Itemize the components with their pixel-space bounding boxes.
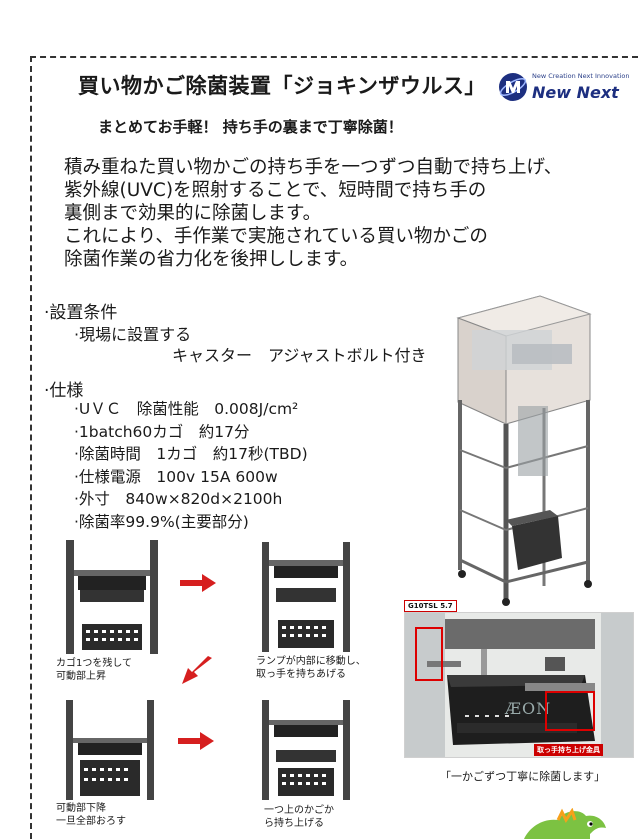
intro-paragraph: 積み重ねた買い物かごの持ち手を一つずつ自動で持ち上げ、 紫外線(UVC)を照射す… bbox=[64, 156, 562, 271]
page-subtitle: まとめてお手軽！ 持ち手の裏まで丁寧除菌！ bbox=[98, 118, 403, 136]
spec-item: ·UＶＣ 除菌性能 0.008J/cm² bbox=[74, 400, 299, 418]
step-4-caption-line-2: ら持ち上げる bbox=[264, 818, 324, 829]
arrow-down-left-icon bbox=[182, 656, 212, 684]
closeup-photo-drawing bbox=[405, 613, 633, 757]
step-1-caption-line-1: カゴ1つを残して bbox=[56, 658, 133, 669]
installation-line-2: キャスター アジャストボルト付き bbox=[172, 346, 427, 365]
step-1-image bbox=[66, 540, 158, 654]
logo-name: New Next bbox=[532, 83, 619, 102]
lamp-highlight-box bbox=[415, 627, 443, 681]
step-3-caption-line-2: 一旦全部おろす bbox=[56, 816, 126, 827]
closeup-caption: 「一かごずつ丁寧に除菌します」 bbox=[440, 770, 606, 783]
arrow-right-icon bbox=[180, 574, 216, 592]
machine-render-image bbox=[456, 295, 592, 606]
dashed-frame-left bbox=[30, 56, 32, 839]
intro-line: 紫外線(UVC)を照射することで、短時間で持ち手の bbox=[64, 180, 487, 201]
specs-heading: ·仕様 bbox=[44, 381, 84, 401]
step-2-caption-line-2: 取っ手を持ちあげる bbox=[256, 669, 346, 680]
lift-hardware-label: 取っ手持ち上げ金具 bbox=[534, 744, 603, 756]
step-3-caption-line-1: 可動部下降 bbox=[56, 803, 106, 814]
intro-line: 除菌作業の省力化を後押しします。 bbox=[64, 249, 359, 270]
spec-item: ·除菌時間 1カゴ 約17秒(TBD) bbox=[74, 445, 308, 464]
dashed-frame-top bbox=[30, 56, 638, 58]
spec-item: ·1batch60カゴ 約17分 bbox=[74, 422, 250, 441]
arrow-right-icon bbox=[178, 732, 214, 750]
step-4-caption-line-1: 一つ上のかごか bbox=[264, 805, 334, 816]
logo-mark-icon bbox=[499, 73, 527, 101]
spec-item: ·仕様電源 100v 15A 600w bbox=[74, 467, 278, 486]
step-3-image bbox=[66, 700, 154, 800]
dinosaur-mascot-icon bbox=[524, 808, 606, 839]
step-2-caption-line-1: ランプが内部に移動し、 bbox=[256, 656, 366, 667]
intro-line: 積み重ねた買い物かごの持ち手を一つずつ自動で持ち上げ、 bbox=[64, 157, 563, 178]
photo-basket-brand: ÆON bbox=[505, 699, 552, 718]
intro-line: これにより、手作業で実施されている買い物かごの bbox=[64, 226, 488, 247]
logo-tagline: New Creation Next Innovation bbox=[532, 72, 630, 80]
spec-item: ·除菌率99.9%(主要部分) bbox=[74, 512, 249, 531]
intro-line: 裏側まで効果的に除菌します。 bbox=[64, 203, 322, 224]
step-2-image bbox=[262, 542, 350, 652]
closeup-photo: ÆON bbox=[404, 612, 634, 758]
step-1-caption-line-2: 可動部上昇 bbox=[56, 671, 106, 682]
step-4-image bbox=[262, 700, 350, 800]
installation-line-1: ·現場に設置する bbox=[74, 325, 192, 344]
spec-item: ·外寸 840w×820d×2100h bbox=[74, 490, 283, 509]
lamp-label: G10TSL 5.7 bbox=[404, 600, 457, 612]
page-title: 買い物かご除菌装置「ジョキンザウルス」 bbox=[78, 74, 486, 98]
hardware-highlight-box bbox=[545, 691, 595, 731]
installation-heading: ·設置条件 bbox=[44, 303, 118, 323]
specs-list: ·UＶＣ 除菌性能 0.008J/cm² ·1batch60カゴ 約17分 ·除… bbox=[74, 398, 308, 534]
company-logo: New Creation Next Innovation New Next bbox=[498, 68, 630, 108]
